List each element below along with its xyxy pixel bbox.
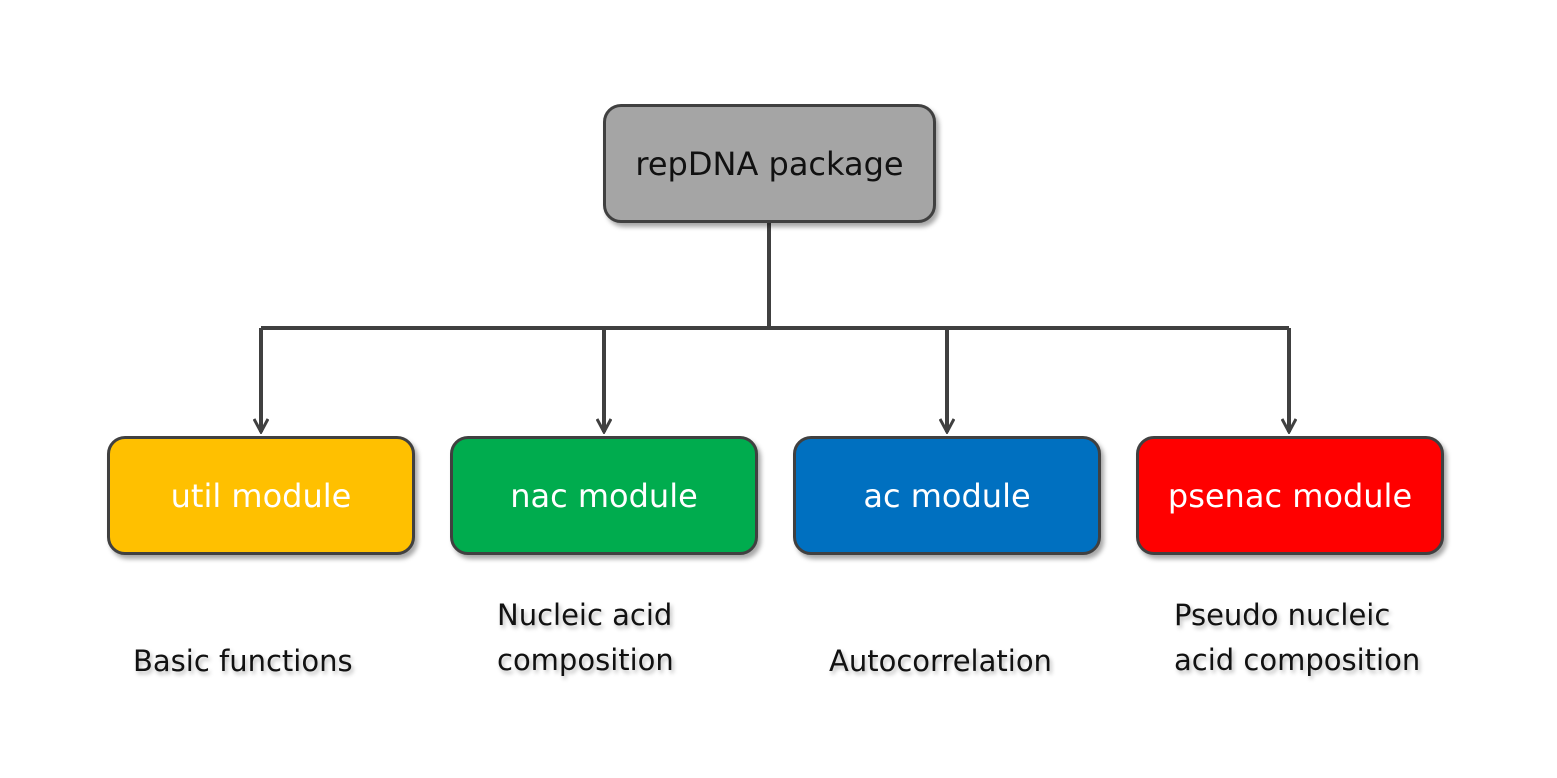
module-label-psenac: psenac module	[1167, 476, 1413, 515]
description-util-line-1: Basic functions	[133, 644, 353, 678]
root-node-repdna-package: repDNA package	[603, 104, 936, 223]
description-psenac-line-1: Pseudo nucleic	[1174, 598, 1391, 632]
description-nac-line-2: composition	[497, 643, 674, 677]
module-node-nac: nac module	[450, 436, 758, 555]
root-node-label: repDNA package	[635, 144, 904, 183]
module-label-nac: nac module	[510, 476, 698, 515]
module-label-util: util module	[170, 476, 352, 515]
module-label-ac: ac module	[863, 476, 1031, 515]
module-node-psenac: psenac module	[1136, 436, 1444, 555]
description-psenac: Pseudo nucleic acid composition	[1174, 593, 1420, 683]
description-nac: Nucleic acid composition	[497, 593, 674, 683]
description-psenac-line-2: acid composition	[1174, 643, 1421, 677]
module-node-util: util module	[107, 436, 415, 555]
description-util: Basic functions	[133, 639, 353, 684]
description-ac: Autocorrelation	[829, 639, 1052, 684]
module-node-ac: ac module	[793, 436, 1101, 555]
description-ac-line-1: Autocorrelation	[829, 644, 1052, 678]
description-nac-line-1: Nucleic acid	[497, 598, 673, 632]
